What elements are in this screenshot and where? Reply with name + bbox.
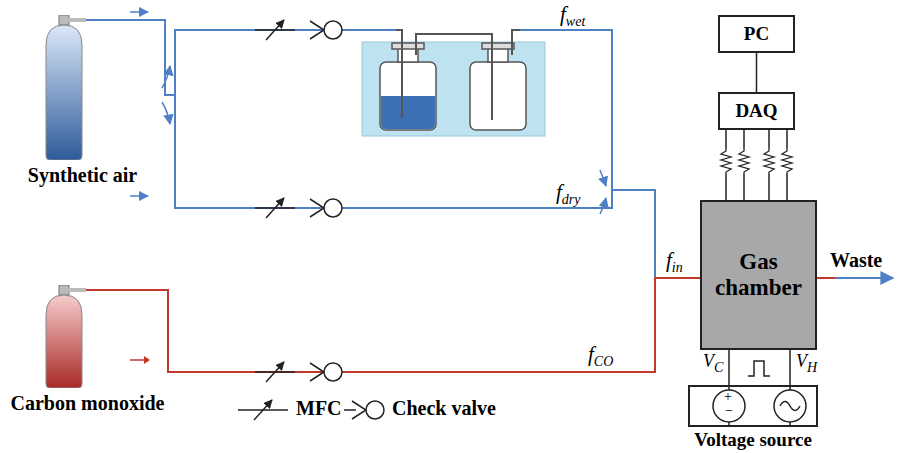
flow-label: fin (666, 248, 683, 276)
wet-outlet-line (520, 30, 612, 190)
voltage-source-box: Voltage source (688, 385, 818, 427)
source-label: Voltage source (694, 429, 812, 451)
gas-chamber-box: Gas chamber (700, 200, 817, 350)
outlet-label: Waste (830, 250, 882, 270)
legend-text: Check valve (392, 397, 496, 420)
box-label: PC (744, 23, 769, 45)
polarity-sign: − (725, 404, 733, 418)
flow-arrows (130, 12, 606, 214)
bubbler-bottle (380, 43, 436, 130)
chamber-label: Gas chamber (706, 249, 811, 302)
connector (789, 350, 791, 385)
cylinder-drawing (42, 285, 86, 388)
source-symbols (688, 385, 818, 427)
water-bath (362, 42, 545, 136)
gas-cylinder: Synthetic air (0, 15, 165, 160)
flow-label: fCO (588, 342, 613, 370)
cylinder-drawing (42, 15, 86, 160)
voltage-label: VH (796, 351, 817, 376)
check-valve-symbol (310, 21, 384, 419)
resistor-symbol (720, 148, 795, 174)
pulse-symbol (748, 361, 770, 376)
flow-label: fwet (560, 2, 585, 30)
flow-arrow (144, 356, 150, 364)
waste-line (815, 277, 835, 279)
gas-cylinder: Carbon monoxide (0, 285, 175, 388)
connector (86, 20, 700, 278)
box-label: DAQ (735, 100, 777, 122)
waste-arrow (835, 277, 893, 279)
connector (728, 350, 730, 385)
trap-bottle (470, 43, 526, 130)
glass-tubes (396, 30, 520, 120)
cylinder-label: Synthetic air (28, 164, 137, 187)
polarity-sign: + (724, 390, 732, 404)
computer-box: PC (718, 15, 795, 53)
mfc-symbol (238, 20, 295, 420)
legend-text: MFC (296, 397, 342, 420)
cylinder-label: Carbon monoxide (11, 392, 165, 415)
voltage-label: VC (703, 351, 723, 376)
daq-box: DAQ (718, 92, 795, 130)
connector (756, 53, 758, 92)
connector (86, 278, 700, 372)
flow-label: fdry (556, 180, 581, 208)
